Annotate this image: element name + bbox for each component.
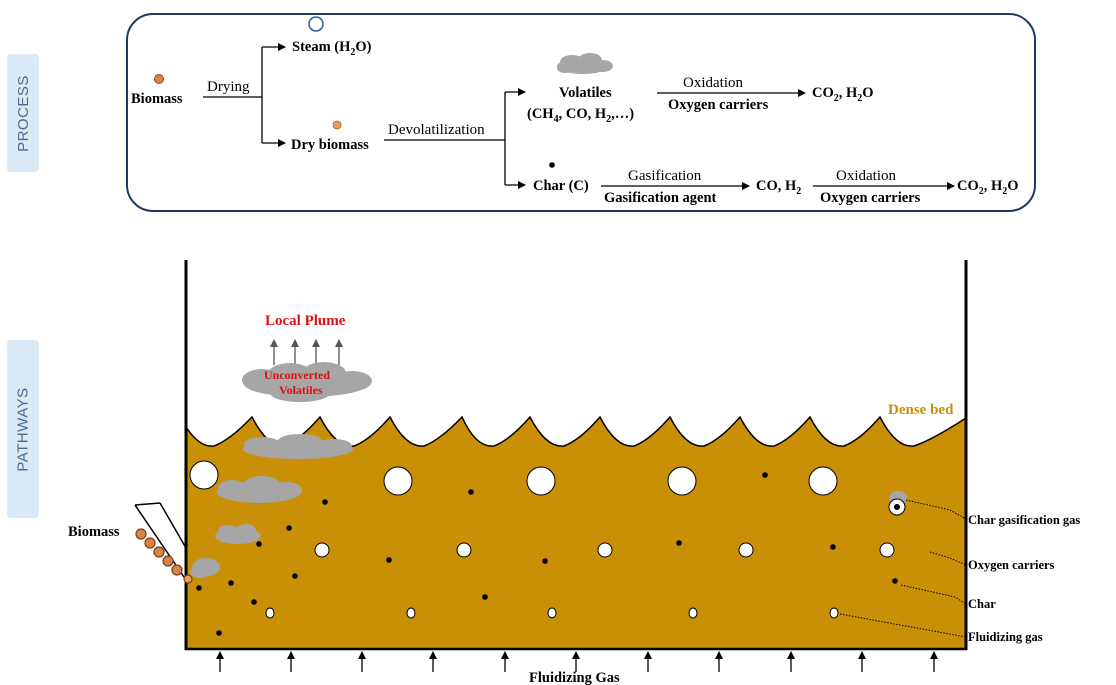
unconverted-volatiles-line1: Unconverted [264, 368, 330, 382]
legend-fluidizing-gas: Fluidizing gas [968, 630, 1043, 644]
devolatilization-label: Devolatilization [388, 122, 485, 138]
dry-biomass-particle-icon [332, 120, 342, 130]
oxygen-carriers-bottom-label: Oxygen carriers [820, 190, 921, 206]
process-biomass-label: Biomass [131, 91, 183, 107]
bed-volatile-cloud [190, 558, 220, 578]
plume-arrows [270, 339, 343, 365]
fluidizing-gas-arrows [216, 651, 938, 672]
oxygen-carrier-particles [314, 542, 895, 558]
co2-h2o-top-label: CO2, H2O [812, 85, 874, 104]
char-particle-icon [549, 162, 555, 168]
dense-bed-region [185, 415, 967, 650]
bed-volatile-cloud [217, 476, 302, 503]
volatiles-cloud-icon [557, 53, 613, 74]
large-bubbles [189, 460, 838, 496]
drying-label: Drying [207, 79, 250, 95]
char-particles [196, 472, 898, 636]
biomass-particle-icon [154, 74, 164, 84]
fluidizing-gas-bottom-label: Fluidizing Gas [529, 670, 620, 685]
unconverted-volatiles-line2: Volatiles [279, 383, 323, 397]
steam-bubble-icon [308, 16, 324, 32]
bed-volatile-cloud [215, 524, 261, 544]
pathways-side-tab: PATHWAYS [7, 340, 39, 518]
unconverted-volatiles-cloud [242, 362, 372, 402]
process-side-tab: PROCESS [7, 54, 39, 172]
fluidizing-gas-bubbles [265, 607, 839, 619]
char-label: Char (C) [533, 178, 589, 194]
steam-label: Steam (H2O) [292, 39, 372, 58]
gasification-agent-label: Gasification agent [604, 190, 717, 206]
legend-char-gasification-gas: Char gasification gas [968, 513, 1080, 527]
biomass-feed-particles [135, 528, 193, 584]
local-plume-label: Local Plume [265, 313, 346, 329]
dense-bed-label: Dense bed [888, 402, 954, 418]
legend-leader-lines [839, 499, 967, 638]
legend-oxygen-carriers: Oxygen carriers [968, 558, 1055, 572]
oxygen-carriers-top-label: Oxygen carriers [668, 97, 769, 113]
pathways-biomass-label: Biomass [68, 524, 120, 540]
gasification-label: Gasification [628, 168, 702, 184]
oxidation-top-label: Oxidation [683, 75, 743, 91]
oxidation-bottom-label: Oxidation [836, 168, 896, 184]
volatiles-label: Volatiles [559, 85, 612, 101]
process-panel [126, 13, 1036, 212]
char-gasification-particle-icon [888, 491, 907, 516]
co2-h2o-bottom-label: CO2, H2O [957, 178, 1019, 197]
bed-volatile-cloud [243, 434, 353, 459]
legend-char: Char [968, 597, 996, 611]
dry-biomass-label: Dry biomass [291, 137, 369, 153]
co-h2-label: CO, H2 [756, 178, 801, 197]
volatiles-formula: (CH4, CO, H2,…) [527, 106, 634, 125]
